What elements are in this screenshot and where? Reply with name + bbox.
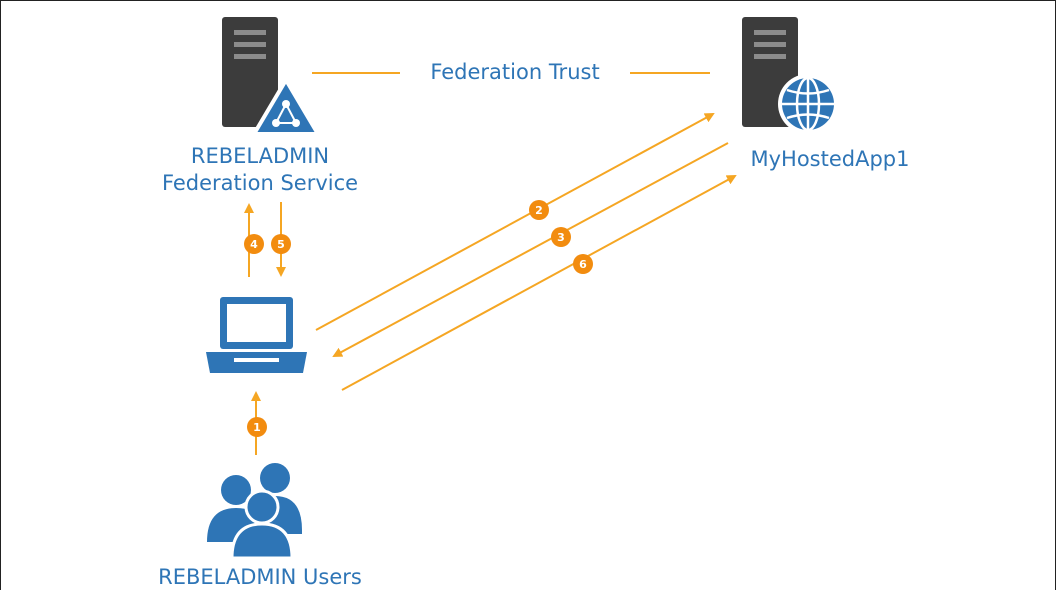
step-badge-4: 4 [244,234,264,254]
step-number-4: 4 [250,238,258,251]
step-number-6: 6 [579,258,587,271]
federation-service-name: REBELADMIN [190,144,330,168]
federation-server-icon [222,17,278,127]
laptop-icon [206,297,307,373]
step-badge-2: 2 [529,200,549,220]
step-badge-5: 5 [271,234,291,254]
step-number-1: 1 [253,421,261,434]
federation-service-label: REBELADMIN Federation Service [140,143,380,197]
step-badge-6: 6 [573,254,593,274]
globe-icon [778,74,838,134]
federation-trust-badge-icon [252,78,320,136]
step-badge-1: 1 [247,417,267,437]
step-number-2: 2 [535,204,543,217]
federation-trust-label: Federation Trust [400,60,630,84]
step-number-5: 5 [277,238,285,251]
hosted-app-label: MyHostedApp1 [750,147,910,171]
users-label: REBELADMIN Users [158,565,362,589]
users-icon [207,463,302,560]
arrow-step-6 [341,175,737,391]
arrow-step-2 [315,113,715,331]
step-badge-3: 3 [551,227,571,247]
federation-service-subtitle: Federation Service [161,171,359,195]
step-number-3: 3 [557,231,565,244]
arrow-step-3 [332,142,729,357]
